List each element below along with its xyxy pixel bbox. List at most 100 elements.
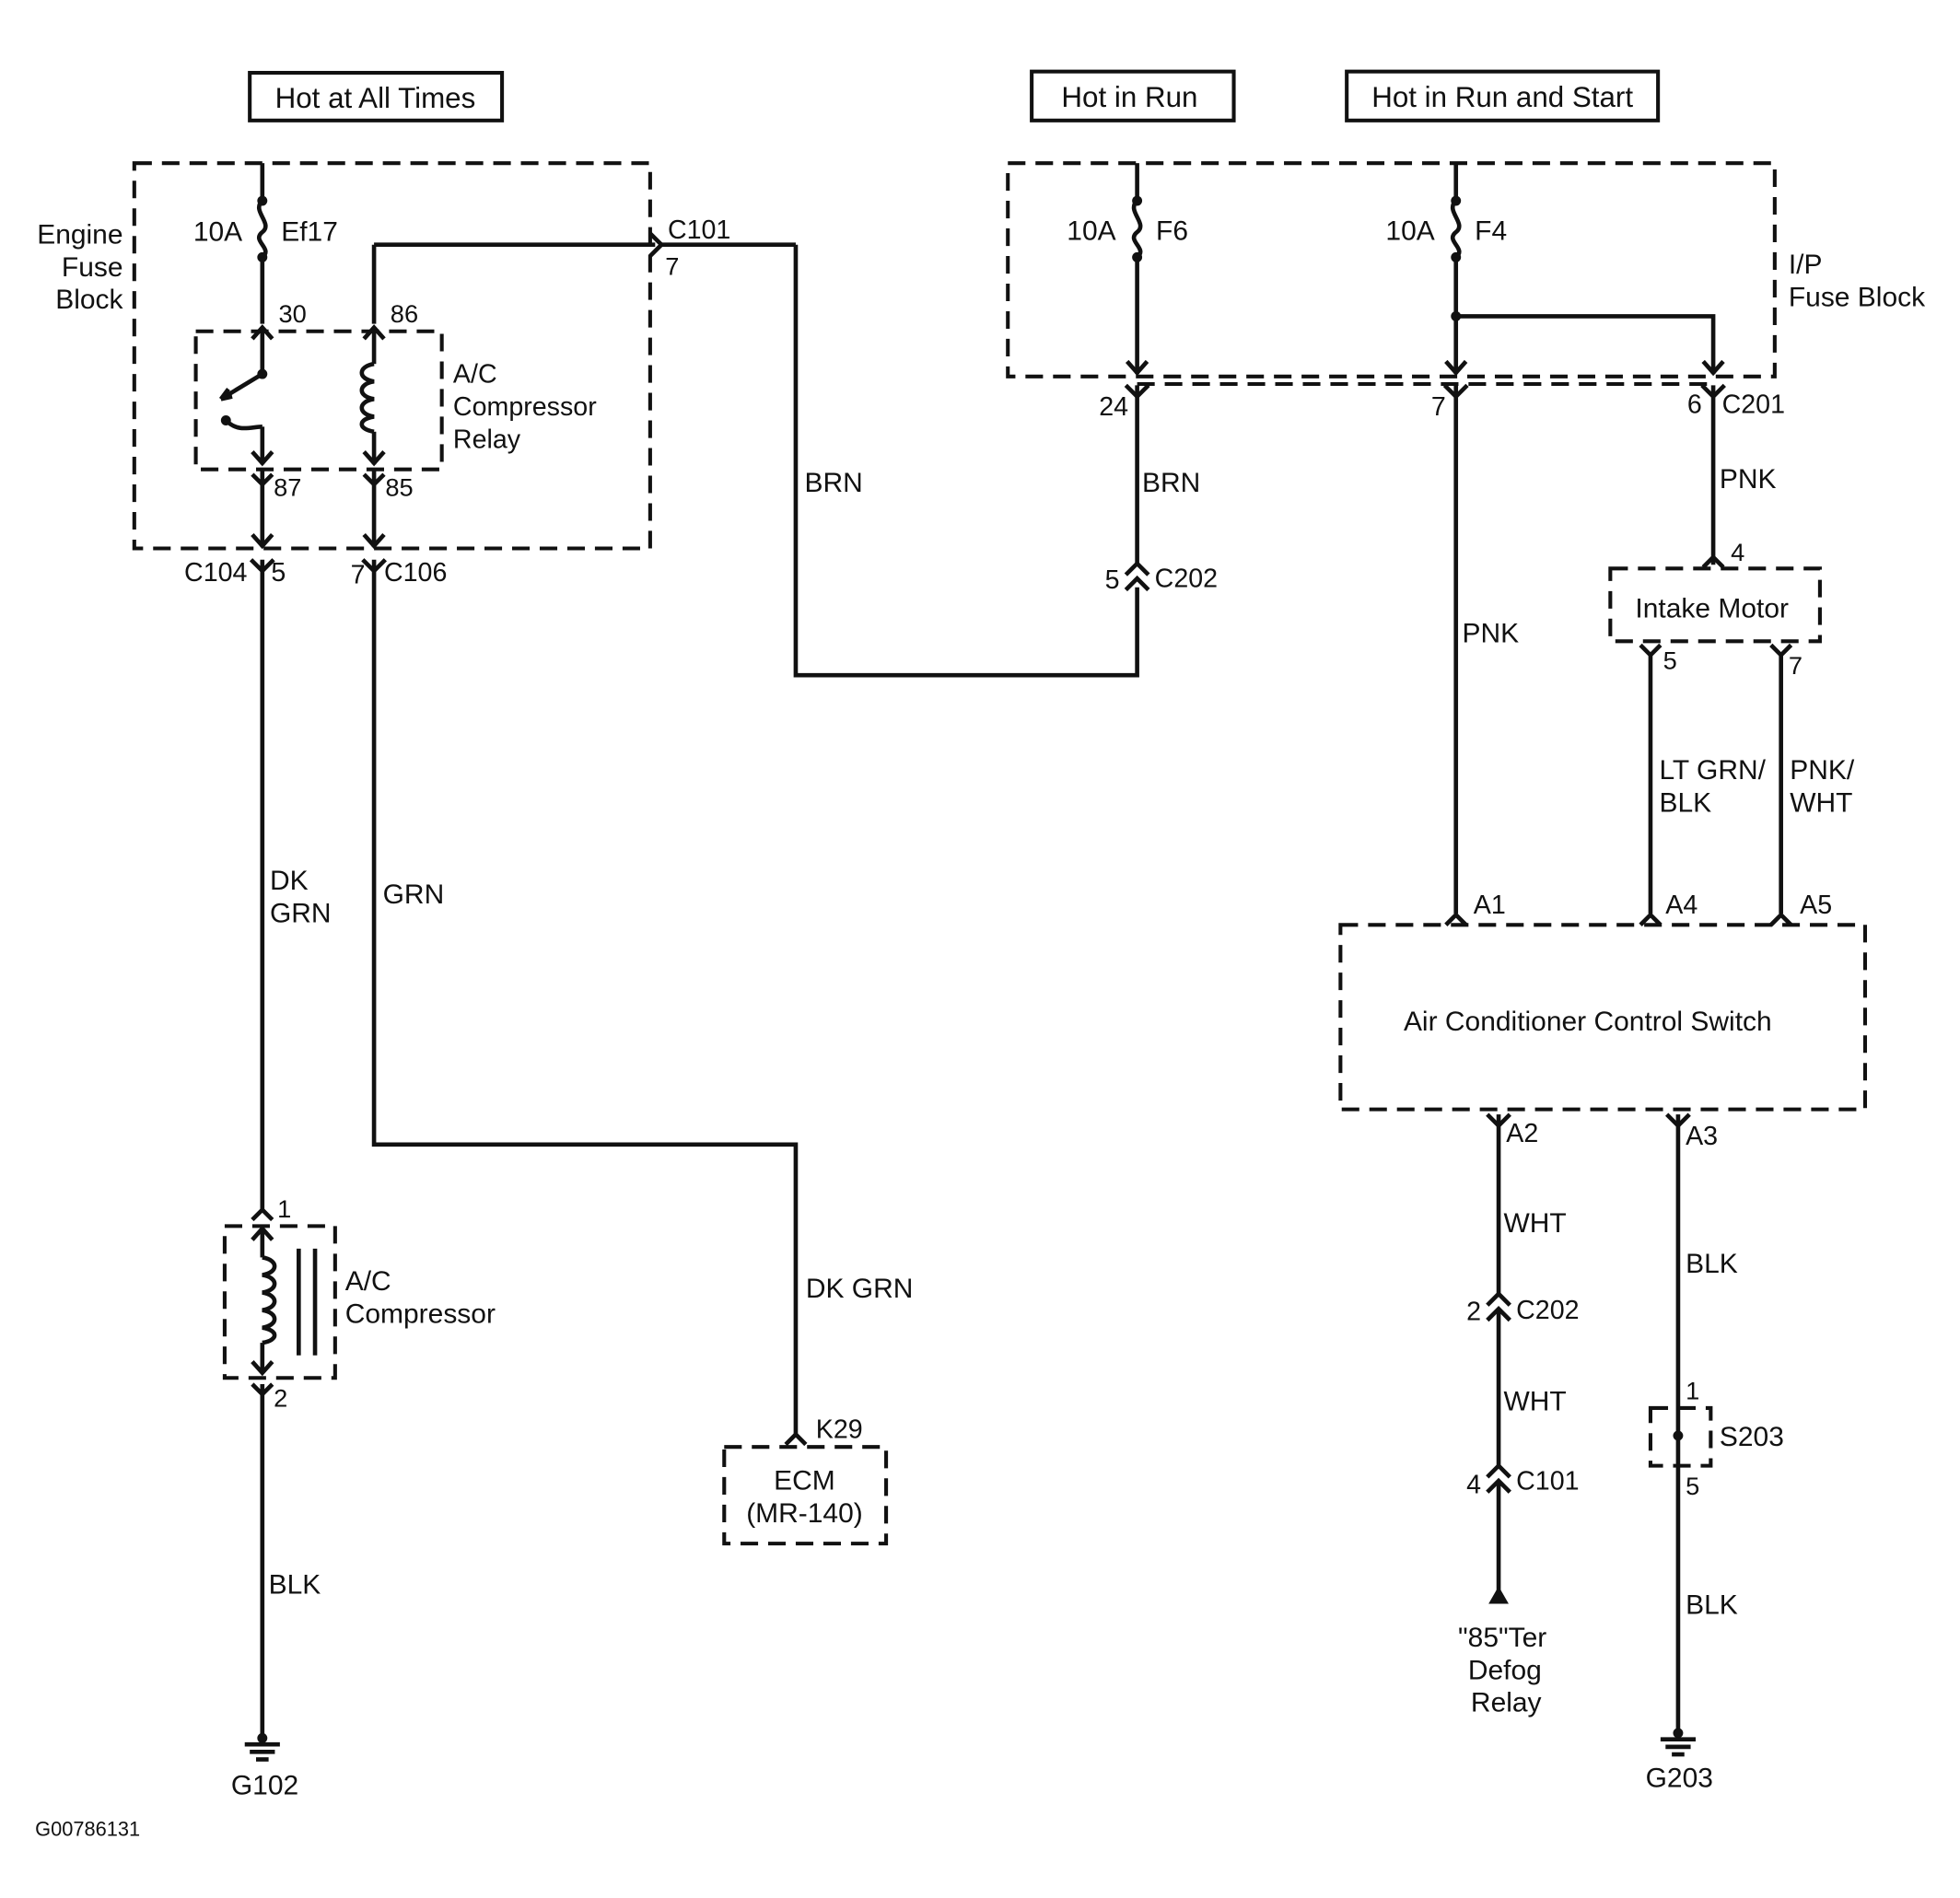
engine-fuse-block bbox=[132, 161, 652, 551]
connector-c202-left bbox=[1124, 560, 1150, 576]
intake-motor-label: Intake Motor bbox=[1635, 593, 1789, 623]
defog-relay-label-line2: Defog bbox=[1468, 1655, 1542, 1685]
c201-name: C201 bbox=[1722, 390, 1785, 419]
splice-pin-1: 1 bbox=[1686, 1376, 1699, 1404]
wire-label-blk-a3: BLK bbox=[1686, 1249, 1738, 1279]
ground-g203-icon bbox=[1660, 1728, 1697, 1757]
intake-motor-pin-4: 4 bbox=[1731, 538, 1744, 566]
relay-coil bbox=[359, 361, 375, 435]
ip-fuse-block bbox=[1006, 161, 1777, 378]
c101-bottom-pin: 4 bbox=[1466, 1471, 1481, 1500]
switch-pin-a4: A4 bbox=[1665, 891, 1698, 920]
relay-label-line2: Compressor bbox=[453, 392, 597, 422]
wire-label-pnk-c201: PNK bbox=[1720, 464, 1777, 495]
figure-id: G00786131 bbox=[35, 1818, 140, 1841]
ac-control-switch-label: Air Conditioner Control Switch bbox=[1404, 1007, 1772, 1037]
c202-left-pin: 5 bbox=[1105, 565, 1120, 595]
ecm-label-line1: ECM bbox=[774, 1466, 835, 1496]
intake-motor-pin-5: 5 bbox=[1663, 646, 1677, 674]
connector-c202-right bbox=[1486, 1290, 1511, 1307]
ac-compressor bbox=[222, 1224, 337, 1380]
relay-pin-86: 86 bbox=[391, 299, 418, 328]
wire-label-brn-f6: BRN bbox=[1142, 468, 1200, 498]
wire-label-dk-grn-line2: GRN bbox=[270, 899, 332, 929]
fuse-f4 bbox=[1444, 163, 1725, 377]
fuse-f6-name: F6 bbox=[1156, 215, 1188, 246]
hot-in-run-box: Hot in Run bbox=[1030, 69, 1236, 122]
intake-motor-pin-7: 7 bbox=[1789, 651, 1802, 680]
c202-left-name: C202 bbox=[1155, 565, 1218, 594]
compressor-label-line2: Compressor bbox=[345, 1298, 496, 1329]
c201-pin-7: 7 bbox=[1431, 392, 1446, 422]
intake-motor bbox=[1608, 566, 1822, 644]
compressor-pin-2: 2 bbox=[274, 1384, 287, 1413]
ip-fuse-block-label-line2: Fuse Block bbox=[1789, 282, 1926, 312]
relay-switch-contact bbox=[219, 372, 264, 402]
fuse-ef17-name: Ef17 bbox=[281, 217, 338, 248]
engine-fuse-block-label-line3: Block bbox=[55, 285, 123, 315]
relay-pin-30: 30 bbox=[279, 299, 307, 328]
ecm-pin-k29: K29 bbox=[816, 1415, 863, 1445]
c202-right-pin: 2 bbox=[1466, 1298, 1481, 1327]
defog-relay-label-line3: Relay bbox=[1471, 1688, 1542, 1718]
fuse-ef17-rating: 10A bbox=[193, 217, 242, 248]
wire-label-brn-relay: BRN bbox=[804, 468, 862, 498]
wire-brn-relay bbox=[793, 244, 1139, 678]
splice-pin-5: 5 bbox=[1686, 1472, 1699, 1500]
fuse-f4-name: F4 bbox=[1475, 215, 1507, 246]
ground-g102-icon bbox=[244, 1732, 280, 1762]
switch-pin-a2: A2 bbox=[1506, 1119, 1538, 1148]
switch-pin-a3: A3 bbox=[1686, 1122, 1718, 1151]
wire-label-dk-grn-line1: DK bbox=[270, 866, 309, 896]
c106-name: C106 bbox=[384, 558, 447, 588]
wire-label-lt-grn-blk-line1: LT GRN/ bbox=[1659, 755, 1766, 786]
splice-name: S203 bbox=[1720, 1422, 1784, 1452]
defog-relay-terminal-icon bbox=[1488, 1586, 1509, 1604]
ground-g102-label: G102 bbox=[231, 1771, 298, 1801]
compressor-clutch-coil bbox=[262, 1255, 277, 1345]
c104-pin: 5 bbox=[271, 558, 286, 588]
c101-top-name: C101 bbox=[668, 215, 730, 245]
hot-at-all-times-box: Hot at All Times bbox=[248, 70, 505, 122]
wire-label-dk-grn-ecm: DK GRN bbox=[806, 1274, 914, 1304]
fuse-f6 bbox=[1125, 163, 1149, 377]
defog-relay-label-line1: "85"Ter bbox=[1458, 1623, 1546, 1653]
fuse-f4-rating: 10A bbox=[1385, 215, 1434, 246]
wire-label-wht-lower: WHT bbox=[1504, 1387, 1567, 1417]
ecm-label-line2: (MR-140) bbox=[746, 1498, 863, 1529]
wire-label-pnk-wht-line2: WHT bbox=[1790, 788, 1852, 819]
c201-pin-24: 24 bbox=[1099, 392, 1128, 422]
wire-grn-relay-ecm bbox=[371, 559, 799, 1435]
hot-in-run-and-start-label: Hot in Run and Start bbox=[1371, 81, 1633, 113]
compressor-pin-1: 1 bbox=[277, 1194, 291, 1223]
ac-control-switch bbox=[1338, 923, 1868, 1112]
wire-label-grn: GRN bbox=[383, 879, 445, 910]
engine-fuse-block-label-line1: Engine bbox=[37, 219, 122, 250]
ecm-module bbox=[722, 1445, 889, 1546]
relay-pin-85: 85 bbox=[385, 472, 413, 501]
ac-compressor-relay bbox=[193, 329, 444, 472]
switch-pin-a5: A5 bbox=[1800, 891, 1832, 920]
wire-label-lt-grn-blk-line2: BLK bbox=[1659, 788, 1711, 819]
c202-right-name: C202 bbox=[1516, 1296, 1579, 1325]
relay-label-line3: Relay bbox=[453, 425, 521, 454]
switch-pin-a1: A1 bbox=[1474, 891, 1506, 920]
wire-label-blk-g102: BLK bbox=[269, 1570, 321, 1601]
connector-c101-bottom bbox=[1486, 1462, 1511, 1479]
relay-pin-87: 87 bbox=[274, 472, 301, 501]
c101-bottom-name: C101 bbox=[1516, 1467, 1579, 1496]
relay-label-line1: A/C bbox=[453, 360, 497, 390]
wire-label-pnk-wht-line1: PNK/ bbox=[1790, 755, 1855, 786]
hot-in-run-and-start-box: Hot in Run and Start bbox=[1345, 69, 1661, 122]
hot-at-all-times-label: Hot at All Times bbox=[275, 82, 476, 114]
wire-label-blk-s203: BLK bbox=[1686, 1589, 1738, 1620]
hot-in-run-label: Hot in Run bbox=[1061, 81, 1197, 113]
fuse-f6-rating: 10A bbox=[1067, 215, 1115, 246]
compressor-label-line1: A/C bbox=[345, 1266, 391, 1297]
engine-fuse-block-label-line2: Fuse bbox=[62, 252, 123, 283]
c104-name: C104 bbox=[184, 558, 247, 588]
c101-top-pin: 7 bbox=[665, 251, 679, 280]
wire-label-pnk-a1: PNK bbox=[1463, 619, 1520, 649]
ground-g203-label: G203 bbox=[1646, 1763, 1713, 1793]
fuse-ef17 bbox=[257, 163, 268, 324]
